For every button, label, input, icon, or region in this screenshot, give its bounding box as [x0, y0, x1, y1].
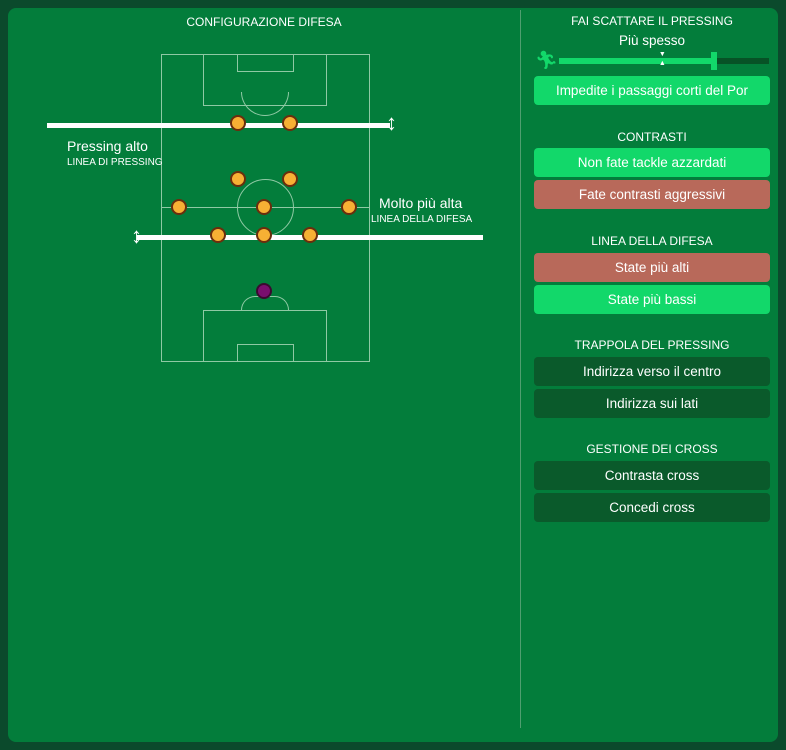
pressing-trigger-value: Più spesso: [618, 33, 686, 48]
pressing-line-drag-handle-icon[interactable]: ↕: [386, 110, 397, 135]
defense-line-drag-handle-icon[interactable]: ↕: [131, 223, 142, 248]
top-goal-box: [237, 54, 294, 72]
defense-label: LINEA DELLA DIFESA: [371, 214, 473, 225]
slider-fill: [559, 58, 715, 64]
player-marker: [282, 171, 298, 187]
defense-value: Molto più alta: [379, 195, 463, 211]
linea-title: LINEA DELLA DIFESA: [591, 234, 713, 248]
pressing-trigger-button[interactable]: Impedite i passaggi corti del Por: [534, 76, 770, 105]
option-no-rash-tackles[interactable]: Non fate tackle azzardati: [534, 148, 770, 177]
pressing-line[interactable]: [47, 123, 390, 128]
slider-handle[interactable]: [711, 52, 718, 70]
defense-config-title: CONFIGURAZIONE DIFESA: [186, 15, 342, 29]
pressing-value: Pressing alto: [67, 138, 148, 154]
option-lower-line[interactable]: State più bassi: [534, 285, 770, 314]
running-man-icon: 🏃︎: [535, 50, 558, 70]
player-marker: [302, 227, 318, 243]
option-higher-line[interactable]: State più alti: [534, 253, 770, 282]
goalkeeper-marker: [256, 283, 272, 299]
player-marker: [171, 199, 187, 215]
bottom-goal-box: [237, 344, 294, 362]
cross-title: GESTIONE DEI CROSS: [586, 442, 718, 456]
player-marker: [210, 227, 226, 243]
player-marker: [230, 171, 246, 187]
player-marker: [341, 199, 357, 215]
option-force-outside[interactable]: Indirizza sui lati: [534, 389, 770, 418]
player-marker: [230, 115, 246, 131]
option-allow-crosses[interactable]: Concedi cross: [534, 493, 770, 522]
trappola-title: TRAPPOLA DEL PRESSING: [574, 338, 730, 352]
contrasti-title: CONTRASTI: [617, 130, 687, 144]
option-stop-crosses[interactable]: Contrasta cross: [534, 461, 770, 490]
player-marker: [256, 227, 272, 243]
pressing-trigger-title: FAI SCATTARE IL PRESSING: [571, 14, 733, 28]
pressing-label: LINEA DI PRESSING: [67, 157, 163, 168]
option-aggressive-tackles[interactable]: Fate contrasti aggressivi: [534, 180, 770, 209]
player-marker: [282, 115, 298, 131]
option-force-inside[interactable]: Indirizza verso il centro: [534, 357, 770, 386]
divider: [520, 10, 521, 728]
pressing-slider[interactable]: ▼▲: [559, 51, 769, 70]
player-marker: [256, 199, 272, 215]
slider-marker-icon: ▼▲: [658, 51, 666, 67]
